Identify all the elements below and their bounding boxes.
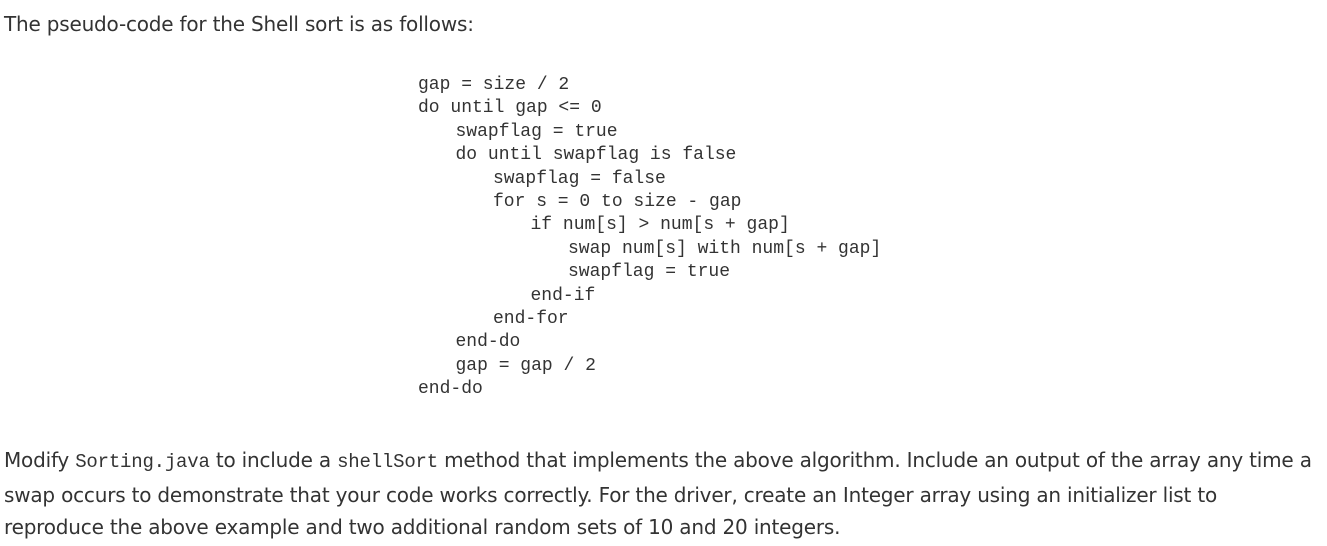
code-line: if num[s] > num[s + gap]	[530, 215, 790, 236]
paragraph-text: to include a	[209, 448, 338, 472]
code-line: swapflag = true	[568, 262, 731, 283]
code-line: swapflag = true	[455, 121, 618, 142]
code-line: do until swapflag is false	[455, 145, 737, 166]
inline-code-method: shellSort	[337, 451, 438, 473]
code-line: gap = gap / 2	[455, 355, 596, 376]
code-line: end-if	[530, 285, 596, 306]
intro-text: The pseudo-code for the Shell sort is as…	[4, 12, 474, 36]
paragraph-text: method that implements the above algorit…	[4, 448, 1312, 539]
pseudocode-block: gap = size / 2 do until gap <= 0 swapfla…	[418, 74, 881, 401]
code-line: for s = 0 to size - gap	[493, 191, 742, 212]
code-line: do until gap <= 0	[418, 98, 602, 119]
inline-code-filename: Sorting.java	[75, 451, 210, 473]
instructions-paragraph: Modify Sorting.java to include a shellSo…	[4, 444, 1320, 544]
code-line: end-do	[455, 332, 521, 353]
code-line: swapflag = false	[493, 168, 666, 189]
code-line: end-for	[493, 308, 569, 329]
code-line: gap = size / 2	[418, 75, 570, 95]
paragraph-text: Modify	[4, 448, 76, 472]
code-line: end-do	[418, 379, 483, 400]
code-line: swap num[s] with num[s + gap]	[568, 238, 882, 259]
